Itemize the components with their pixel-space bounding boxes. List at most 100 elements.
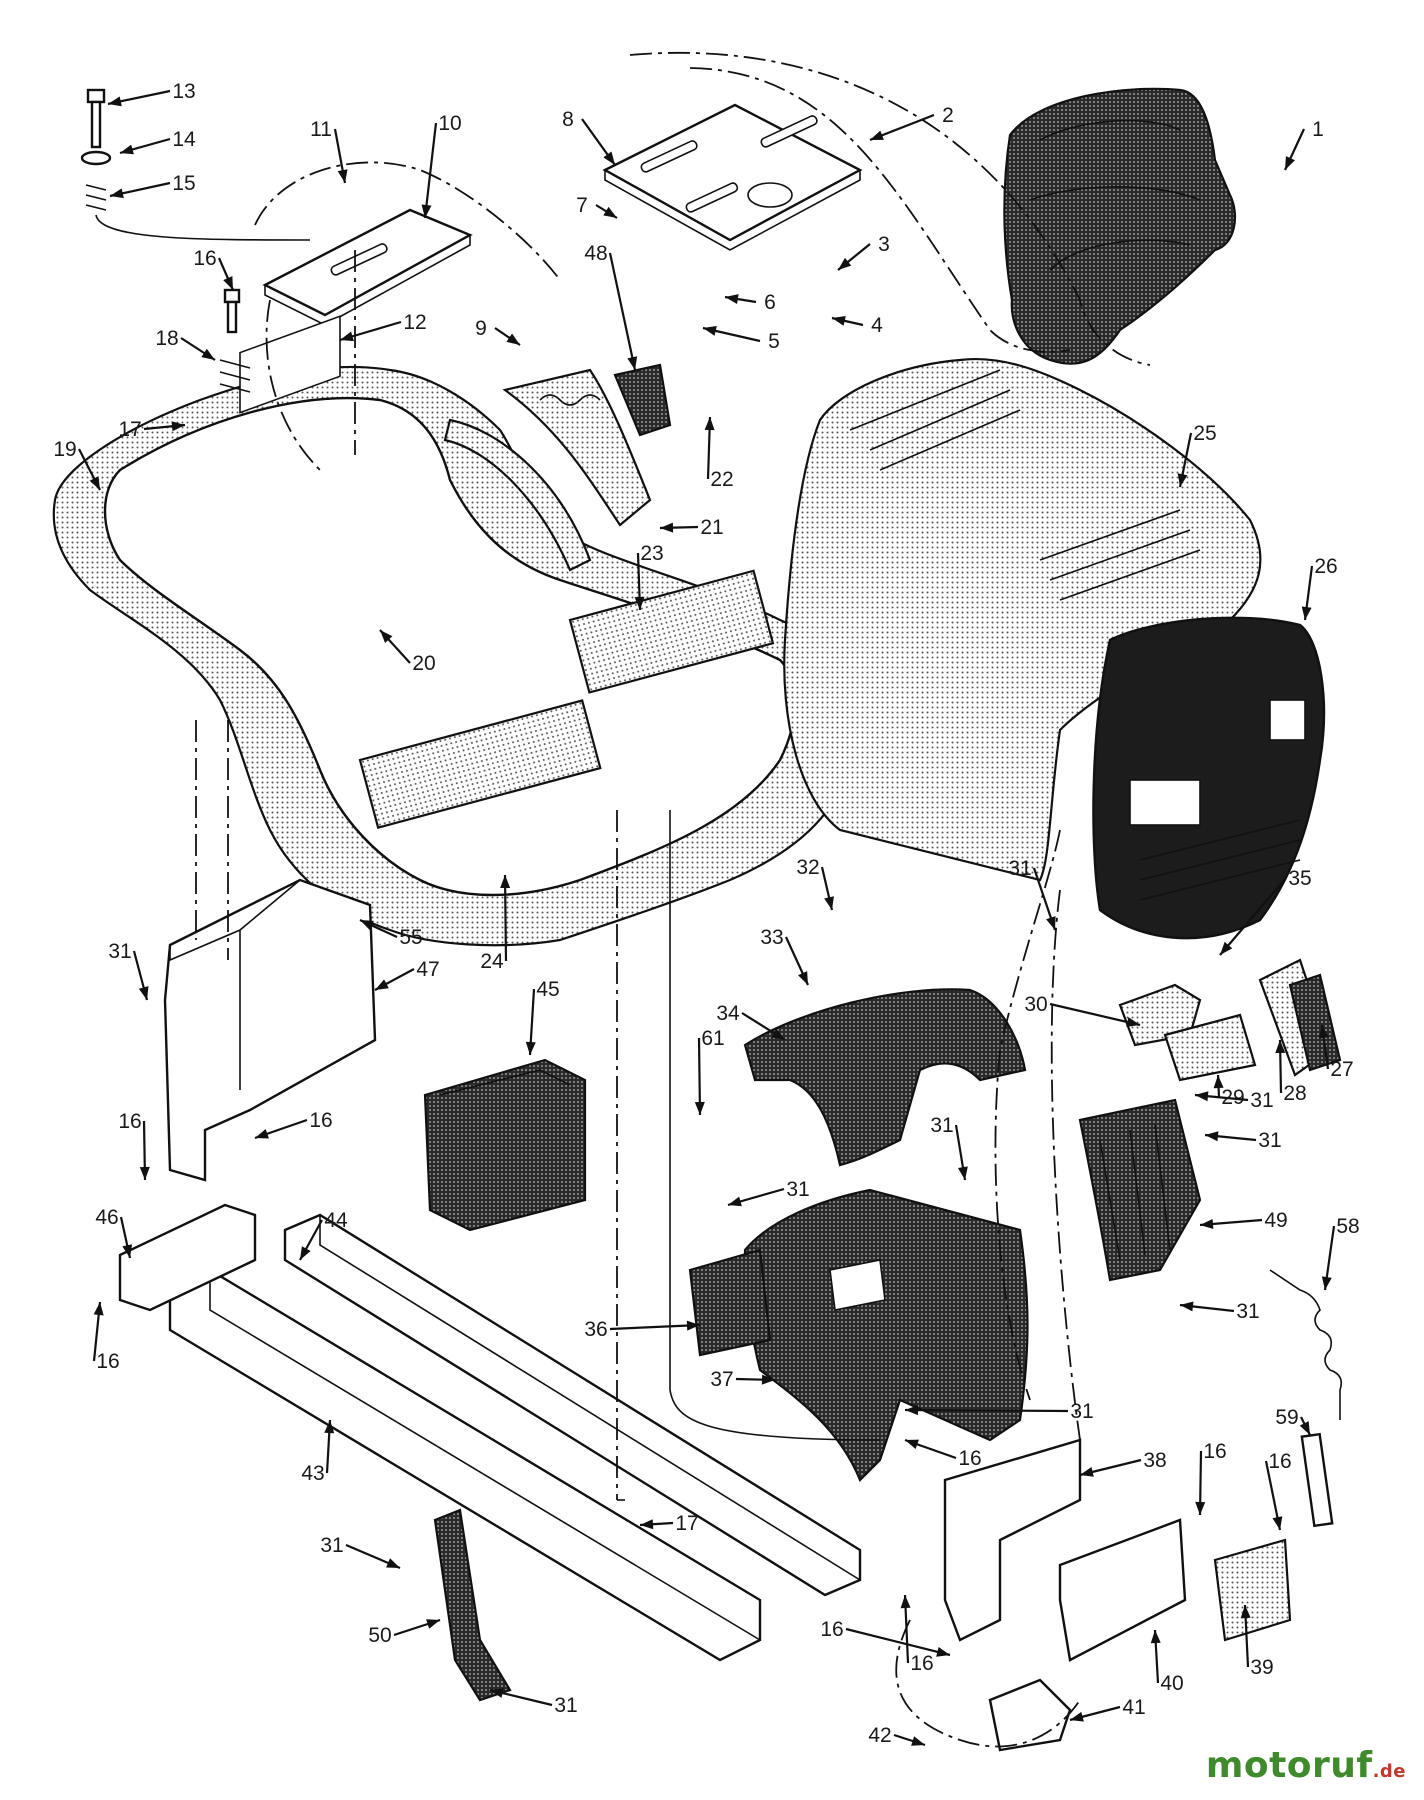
callout-label: 40 (1160, 1672, 1183, 1695)
callout-label: 41 (1122, 1696, 1145, 1719)
callout-label: 48 (584, 242, 607, 265)
phantom-line-seat (629, 51, 1151, 366)
front-plate-part (1213, 1538, 1292, 1642)
leader-arrowhead (171, 421, 185, 432)
leader-arrowhead (728, 1196, 742, 1207)
rear-bracket-part (118, 1203, 257, 1312)
callout-label: 58 (1336, 1215, 1359, 1238)
callout-label: 33 (760, 926, 783, 949)
leader-arrowhead (1126, 1017, 1140, 1027)
leader-line (503, 874, 508, 962)
callout-label: 16 (118, 1110, 141, 1133)
leader-arrowhead (1195, 1501, 1206, 1515)
leader-arrowhead (110, 188, 124, 199)
leader-arrowhead (93, 1302, 104, 1316)
leader-arrowhead (1285, 156, 1296, 170)
callout-label: 17 (675, 1512, 698, 1535)
callout-label: 9 (475, 317, 487, 340)
leader-arrowhead (1150, 1630, 1161, 1644)
lever-cover-part (443, 418, 592, 572)
callout-label: 27 (1330, 1058, 1353, 1081)
watermark-logo: motoruf.de (1206, 1745, 1406, 1786)
watermark-tld: .de (1372, 1761, 1406, 1782)
callout-label: 37 (710, 1368, 733, 1391)
callout-label: 16 (1268, 1450, 1291, 1473)
callout-label: 31 (930, 1114, 953, 1137)
leader-arrowhead (500, 875, 511, 889)
callout-label: 31 (1070, 1400, 1093, 1423)
leader-arrowhead (957, 1166, 968, 1180)
guide-line-1 (669, 810, 881, 1441)
callout-label: 32 (796, 856, 819, 879)
leader-arrowhead (108, 96, 122, 107)
leader-arrowhead (426, 1619, 440, 1629)
phantom-line-hood (994, 829, 1061, 1401)
leader-arrowhead (900, 1595, 911, 1609)
leader-arrowhead (634, 596, 645, 610)
leader-arrowhead (89, 476, 100, 490)
axle-bracket-part (943, 1438, 1082, 1642)
callout-label: 39 (1250, 1656, 1273, 1679)
leader-arrowhead (761, 1374, 775, 1385)
callout-label: 34 (716, 1002, 740, 1025)
phantom-line-seat-2 (689, 67, 1071, 353)
leader-line (845, 1627, 951, 1657)
callout-label: 44 (324, 1209, 348, 1232)
hood-part (783, 357, 1262, 882)
leader-arrowhead (660, 522, 674, 533)
callout-label: 42 (868, 1724, 891, 1747)
callout-label: 6 (764, 291, 776, 314)
leader-arrowhead (686, 1320, 700, 1331)
callout-label: 4 (871, 314, 883, 337)
callout-label: 31 (320, 1534, 343, 1557)
callout-label: 10 (438, 112, 461, 135)
callout-label: 59 (1275, 1406, 1298, 1429)
leader-arrowhead (1046, 916, 1056, 930)
seat-bracket-part (262, 208, 473, 326)
leader-arrowhead (1240, 1605, 1251, 1619)
leader-line (609, 1323, 701, 1331)
callout-label: 16 (193, 247, 216, 270)
callout-label: 24 (480, 950, 504, 973)
leader-arrowhead (870, 130, 884, 140)
callout-label: 17 (118, 418, 141, 441)
leader-arrowhead (703, 326, 717, 336)
headlight-lens-part (1163, 1013, 1257, 1082)
leader-arrowhead (1177, 473, 1188, 487)
leader-arrowhead (525, 1041, 536, 1055)
leader-arrowhead (603, 151, 615, 165)
callout-label: 31 (786, 1178, 809, 1201)
side-bracket-part (433, 1508, 512, 1702)
leader-arrowhead (337, 169, 348, 183)
callout-label: 14 (172, 128, 196, 151)
seat-pan-part (602, 103, 863, 251)
battery-box-part (423, 1058, 587, 1232)
callout-label: 43 (301, 1462, 324, 1485)
leader-arrowhead (340, 331, 354, 342)
callout-label: 7 (576, 194, 588, 217)
steering-support-part (743, 1188, 1029, 1482)
panel-bracket-part (163, 878, 377, 1182)
link-part (1300, 1432, 1334, 1528)
callout-label: 16 (910, 1652, 933, 1675)
leader-arrowhead (771, 1028, 785, 1040)
callout-label: 61 (701, 1027, 724, 1050)
leader-arrowhead (360, 920, 374, 930)
callout-label: 19 (53, 438, 76, 461)
callout-label: 31 (108, 940, 131, 963)
callout-label: 16 (96, 1350, 119, 1373)
callout-label: 22 (710, 468, 733, 491)
callout-label: 25 (1193, 422, 1216, 445)
dash-panel-part (743, 988, 1027, 1167)
leader-arrowhead (120, 144, 134, 155)
bumper-bracket-part (1058, 1518, 1187, 1662)
callout-label: 16 (309, 1109, 332, 1132)
callout-label: 50 (368, 1624, 391, 1647)
lower-bracket-part (988, 1678, 1072, 1752)
callout-label: 45 (536, 978, 559, 1001)
leader-arrowhead (138, 986, 149, 1000)
guide-line-3 (95, 214, 311, 241)
dash-side-panel-part (1078, 1098, 1202, 1282)
